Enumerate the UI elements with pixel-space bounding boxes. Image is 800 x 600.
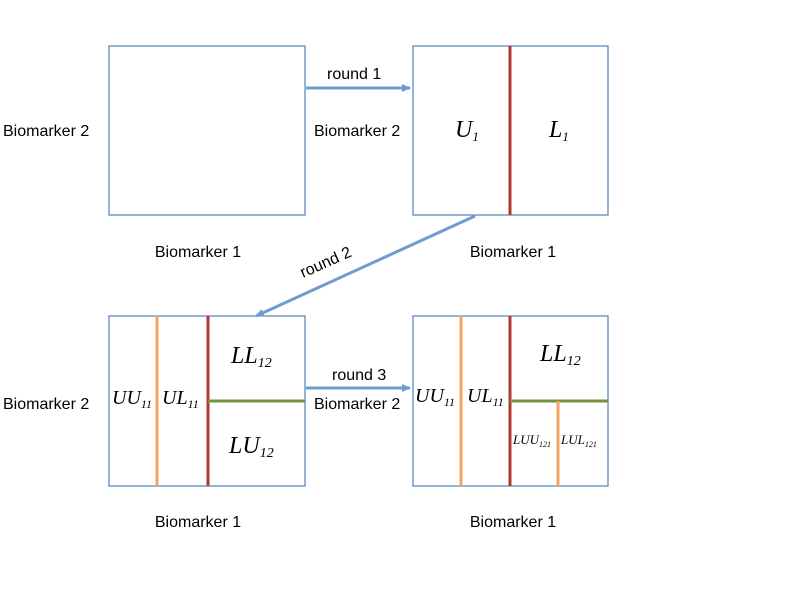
region-luu121: LUU121 (512, 432, 551, 449)
region-lul121: LUL121 (560, 432, 597, 449)
region-uu11: UU11 (415, 385, 455, 409)
panel-2-xlabel: Biomarker 1 (470, 244, 556, 261)
region-ul11: UL11 (162, 387, 199, 411)
region-ul11: UL11 (467, 385, 504, 409)
region-l1: L1 (548, 117, 569, 144)
arrow-round-2-line (255, 214, 476, 318)
arrow-round-3-label: round 3 (332, 367, 386, 384)
panel-2-ylabel: Biomarker 2 (314, 123, 400, 140)
panel-1: Biomarker 2 Biomarker 1 (3, 45, 306, 261)
region-u1: U1 (455, 117, 479, 144)
panel-2: Biomarker 2 Biomarker 1 U1 L1 (314, 45, 609, 261)
region-ll12: LL12 (230, 343, 272, 371)
arrow-round-1: round 1 (306, 66, 411, 92)
region-lu12: LU12 (228, 433, 274, 461)
arrow-round-3: round 3 (306, 367, 411, 392)
panel-3-ylabel: Biomarker 2 (3, 396, 89, 413)
arrow-round-1-label: round 1 (327, 66, 381, 83)
panel-4-ylabel: Biomarker 2 (314, 396, 400, 413)
panel-3-xlabel: Biomarker 1 (155, 514, 241, 531)
region-ll12: LL12 (539, 341, 581, 369)
arrow-round-2: round 2 (255, 214, 476, 318)
panel-4: Biomarker 2 Biomarker 1 UU11 UL11 LL12 L… (314, 315, 609, 531)
panel-1-xlabel: Biomarker 1 (155, 244, 241, 261)
panel-4-xlabel: Biomarker 1 (470, 514, 556, 531)
panel-3: Biomarker 2 Biomarker 1 UU11 UL11 LL12 L… (3, 315, 306, 531)
panel-1-ylabel: Biomarker 2 (3, 123, 89, 140)
region-uu11: UU11 (112, 387, 152, 411)
panel-1-box (108, 45, 306, 216)
